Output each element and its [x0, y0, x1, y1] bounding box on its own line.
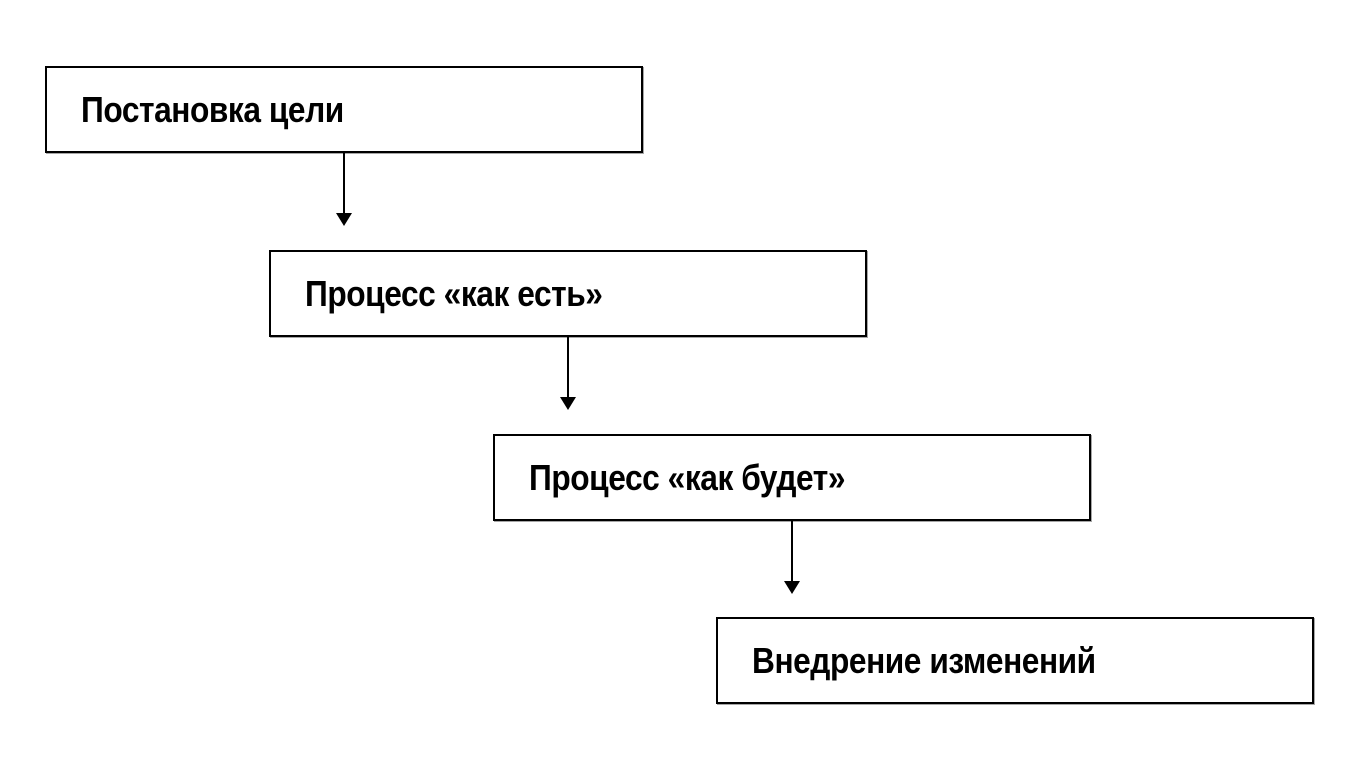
- down-arrow-connector-3: [784, 521, 800, 594]
- arrow-line: [790, 521, 794, 581]
- arrow-head-icon: [560, 397, 576, 410]
- down-arrow-connector-1: [336, 153, 352, 226]
- flow-box-process-to-be[interactable]: Процесс «как будет»: [493, 434, 1091, 521]
- flow-box-label: Постановка цели: [81, 88, 344, 130]
- flow-box-implement-changes[interactable]: Внедрение изменений: [716, 617, 1314, 704]
- arrow-head-icon: [336, 213, 352, 226]
- arrow-line: [566, 337, 570, 397]
- down-arrow-connector-2: [560, 337, 576, 410]
- arrow-head-icon: [784, 581, 800, 594]
- flow-box-label: Внедрение изменений: [752, 639, 1096, 681]
- flow-box-label: Процесс «как будет»: [529, 456, 846, 498]
- flow-box-process-as-is[interactable]: Процесс «как есть»: [269, 250, 867, 337]
- arrow-line: [342, 153, 346, 213]
- flow-box-goal-setting[interactable]: Постановка цели: [45, 66, 643, 153]
- flow-box-label: Процесс «как есть»: [305, 272, 603, 314]
